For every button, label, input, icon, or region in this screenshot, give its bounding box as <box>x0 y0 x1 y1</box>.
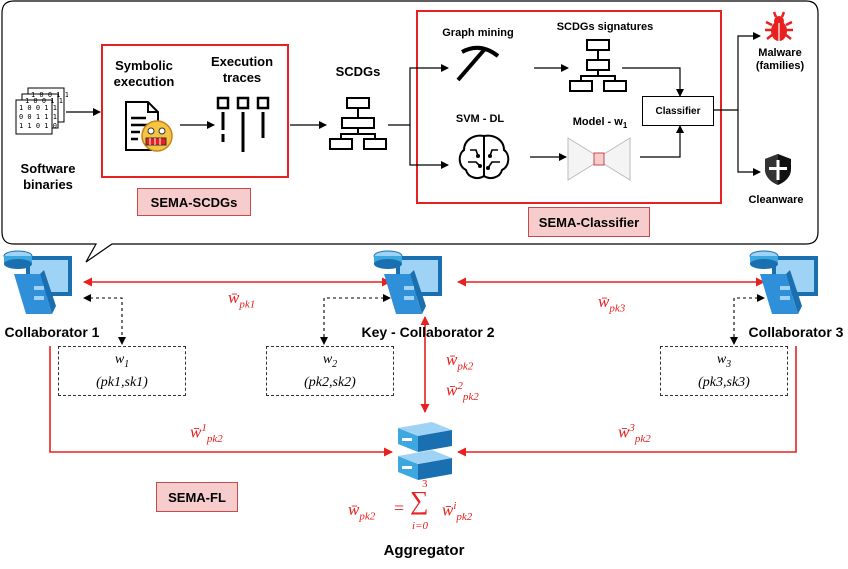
malware-label: Malware (families) <box>755 47 805 72</box>
weights-box-3: w3 (pk3,sk3) <box>660 346 788 396</box>
sum-lhs: w̄pk2 <box>348 500 376 523</box>
w1pk2-label: w̄1pk2 <box>190 422 223 446</box>
sum-symbol: ∑ <box>410 486 429 515</box>
traces-icon <box>216 96 270 152</box>
document-virus-icon <box>125 101 173 152</box>
sum-bottom: i=0 <box>412 520 428 532</box>
w3pk2-label: w̄3pk2 <box>618 422 651 446</box>
graph-mining-label: Graph mining <box>442 27 514 39</box>
cleanware-label: Cleanware <box>748 194 804 206</box>
computer-icon <box>3 250 72 314</box>
aggregator-label: Aggregator <box>383 542 465 559</box>
collaborator-1-label: Collaborator 1 <box>4 324 100 340</box>
collaborator-3-label: Collaborator 3 <box>748 324 844 340</box>
wpk1-label: w̄pk1 <box>228 288 256 311</box>
autoencoder-icon <box>567 137 631 181</box>
brain-icon <box>458 134 510 179</box>
tree-icon <box>569 39 627 92</box>
weights-box-1: w1 (pk1,sk1) <box>58 346 186 396</box>
sum-term: w̄ipk2 <box>442 500 473 524</box>
sema-fl-tag: SEMA-FL <box>156 482 238 512</box>
wpk3-label: w̄pk3 <box>598 292 626 315</box>
collaborator-2-label: Key - Collaborator 2 <box>361 324 495 340</box>
svg-text:1 0 0 1 1: 1 0 0 1 1 <box>31 91 68 99</box>
sum-top: 3 <box>422 478 428 490</box>
scdgs-label: SCDGs <box>335 64 381 79</box>
classifier-box: Classifier <box>642 96 714 126</box>
svg-text:0 0 1 1 1: 0 0 1 1 1 <box>19 113 57 121</box>
computer-icon <box>373 250 442 314</box>
bug-icon <box>765 11 793 41</box>
binaries-label: Software binaries <box>20 161 76 192</box>
binary-files-icon: 1 0 0 1 1 1 0 0 1 1 1 0 0 1 1 0 0 1 1 1 … <box>15 87 68 135</box>
svg-text:1 0 0 1 1: 1 0 0 1 1 <box>19 104 57 112</box>
traces-label: Execution traces <box>210 54 274 85</box>
tree-icon <box>329 97 387 150</box>
sema-scdgs-box <box>101 44 289 178</box>
svg-text:1 0 0 1 1: 1 0 0 1 1 <box>25 97 63 105</box>
weights-box-2: w2 (pk2,sk2) <box>266 346 394 396</box>
symbolic-label: Symbolic execution <box>113 58 175 89</box>
wpk2-label: w̄pk2 <box>446 350 474 373</box>
pickaxe-icon <box>456 45 500 82</box>
sum-eq: = <box>394 498 405 518</box>
server-icon <box>398 422 452 480</box>
shield-icon <box>765 154 791 185</box>
w2pk2-label: w̄2pk2 <box>446 380 479 404</box>
signatures-label: SCDGs signatures <box>556 21 654 33</box>
sema-classifier-tag: SEMA-Classifier <box>528 207 650 237</box>
computer-icon <box>749 250 818 314</box>
sema-scdgs-tag: SEMA-SCDGs <box>137 188 251 216</box>
svm-label: SVM - DL <box>455 113 505 125</box>
model-label: Model - w1 <box>572 116 628 131</box>
sema-classifier-box <box>416 10 722 204</box>
svg-text:1 1 0 1 0: 1 1 0 1 0 <box>19 122 57 130</box>
classifier-label: Classifier <box>655 105 701 117</box>
